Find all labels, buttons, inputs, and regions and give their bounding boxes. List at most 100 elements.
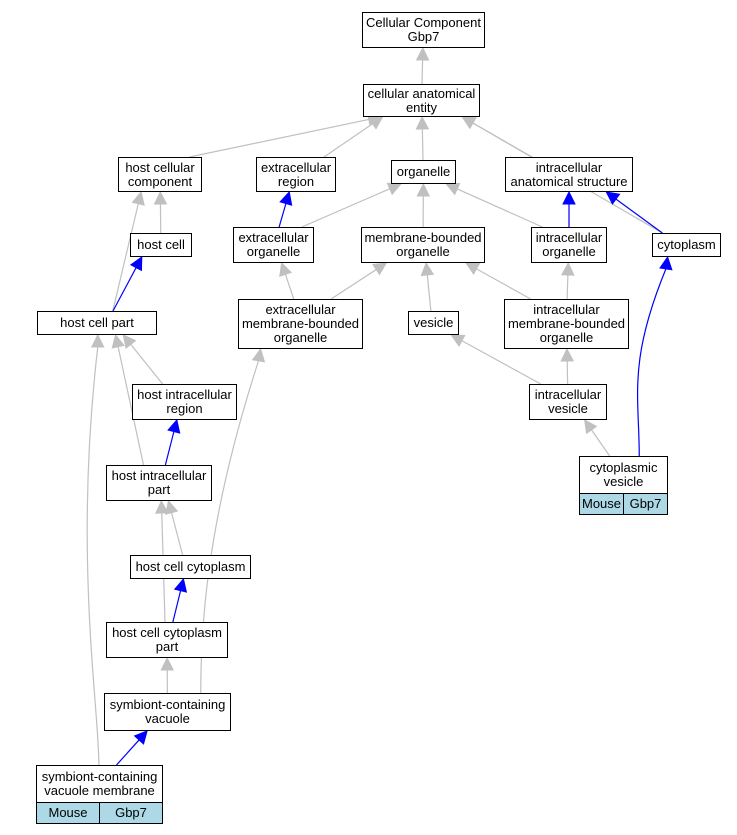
term-label-line: Cellular Component: [366, 15, 481, 30]
edge-arrowhead: [122, 334, 137, 350]
edge-arrowhead: [605, 191, 621, 205]
term-label-line: organelle: [539, 330, 594, 345]
term-label-line: symbiont-containing: [41, 769, 158, 784]
term-label-line: organelle: [396, 164, 451, 179]
edge-arrowhead: [450, 334, 466, 347]
term-label-line: vesicle: [603, 474, 644, 489]
term-label-line: vesicle: [413, 315, 454, 330]
edge-scvm-to-hcp: [86, 346, 100, 766]
term-label-line: host cellular: [125, 159, 195, 175]
edge-iv-to-ves: [461, 340, 541, 385]
edge-hccyt-to-hip: [170, 512, 184, 556]
edge-arrowhead: [251, 347, 266, 363]
term-label-line: organelle: [542, 244, 596, 259]
edge-arrowhead: [465, 262, 481, 276]
term-label-line: part: [147, 482, 171, 497]
edge-arrowhead: [415, 46, 430, 61]
edge-arrowhead: [584, 419, 598, 435]
edge-arrowhead: [154, 499, 169, 514]
term-label-line: host cell cytoplasm: [112, 625, 222, 640]
edge-hip-to-hcp: [117, 346, 145, 466]
edge-hcc-to-cae: [189, 118, 369, 158]
term-label-line: organelle: [246, 244, 301, 259]
edge-hccp-to-hccyt: [172, 590, 182, 623]
edge-arrowhead: [153, 190, 168, 205]
annotation-tag[interactable]: Mouse: [580, 494, 623, 514]
edge-embo-to-mbo: [330, 269, 377, 300]
term-node-hcp[interactable]: host cell part: [37, 311, 157, 335]
term-label-line: host cell: [137, 237, 185, 252]
annotation-tag[interactable]: Gbp7: [623, 494, 667, 514]
term-label-line: host cell cytoplasm: [135, 559, 246, 574]
term-label-line: extracellular: [265, 302, 336, 317]
term-label-line: extracellular: [260, 159, 332, 175]
edge-org-to-cae: [421, 128, 424, 161]
edge-exo-to-exr: [278, 203, 287, 228]
edge-arrowhead: [165, 499, 179, 515]
term-node-hccyt[interactable]: host cell cytoplasm: [130, 555, 251, 579]
term-label-line: vacuole: [145, 711, 190, 726]
edge-arrowhead: [279, 261, 293, 278]
term-node-hc[interactable]: host cell: [130, 233, 192, 257]
term-label-line: vesicle: [548, 401, 588, 416]
edge-hcp-to-hc: [112, 267, 137, 312]
edge-arrowhead: [659, 255, 673, 271]
edge-arrowhead: [561, 261, 575, 276]
term-label-line: anatomical structure: [510, 173, 628, 189]
edge-hip-to-hir: [164, 431, 175, 466]
term-label-line: cellular anatomical: [367, 85, 476, 101]
term-node-org[interactable]: organelle: [391, 160, 456, 184]
term-label-line: host intracellular: [137, 387, 232, 402]
edge-arrowhead: [279, 190, 293, 206]
term-node-cyt[interactable]: cytoplasm: [652, 233, 721, 257]
edge-arrowhead: [445, 182, 461, 196]
edge-imbo-to-mbo: [476, 268, 531, 300]
term-label-line: membrane-bounded: [507, 316, 626, 331]
edge-imbo-to-io: [566, 274, 569, 300]
term-node-ves[interactable]: vesicle: [408, 311, 459, 335]
edge-cv-to-iv: [590, 429, 611, 457]
edge-arrowhead: [167, 418, 181, 434]
edge-arrowhead: [90, 333, 105, 348]
edge-ves-to-mbo: [426, 274, 432, 312]
edge-arrowhead: [111, 333, 125, 349]
edge-arrowhead: [160, 656, 175, 671]
edge-hcp-to-hcc: [112, 203, 139, 312]
edge-hir-to-hcp: [130, 343, 164, 385]
edge-exo-to-org: [301, 188, 390, 228]
term-label-line: region: [277, 173, 315, 189]
edge-cv-to-cyt: [636, 268, 667, 457]
term-label-line: host cell part: [60, 315, 134, 330]
edge-arrowhead: [386, 182, 402, 196]
edge-io-to-org: [456, 188, 543, 228]
annotation-tag[interactable]: Gbp7: [99, 803, 162, 823]
term-label-line: organelle: [396, 244, 450, 259]
term-label-line: membrane-bounded: [364, 230, 482, 245]
term-label-line: host intracellular: [111, 468, 207, 483]
term-label-line: membrane-bounded: [241, 316, 360, 331]
term-label-line: part: [155, 639, 179, 654]
annotation-tag[interactable]: Mouse: [37, 803, 99, 823]
term-label-line: intracellular: [535, 230, 603, 245]
term-label-line: intracellular: [533, 302, 600, 317]
